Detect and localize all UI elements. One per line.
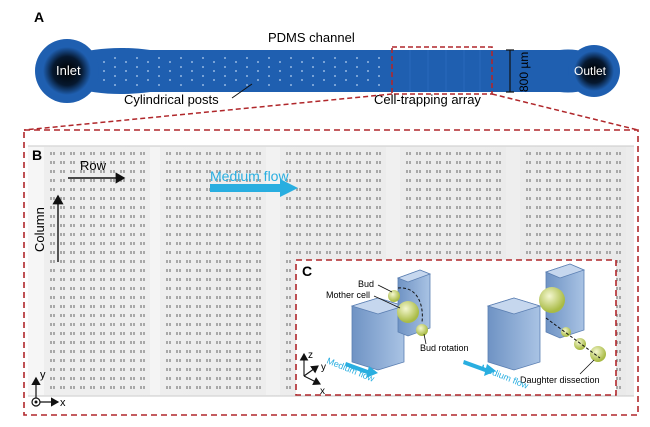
posts-label: Cylindrical posts xyxy=(124,92,219,107)
daughter-dissection-label: Daughter dissection xyxy=(520,375,600,385)
dissected-cell-1 xyxy=(561,327,571,337)
bud-rotation-label: Bud rotation xyxy=(420,343,469,353)
trap-left-front xyxy=(350,297,406,371)
zoom-connector-left xyxy=(23,93,393,131)
panel-a: A 800 µm PDMS channel Inlet Outlet Cylin… xyxy=(23,9,639,131)
panel-a-letter: A xyxy=(34,9,44,25)
dissection-path xyxy=(545,317,601,359)
array-label: Cell-trapping array xyxy=(374,92,481,107)
column-label: Column xyxy=(32,207,47,252)
axis-y-label: y xyxy=(40,369,46,381)
panel-c: C Bud Mother cell Bud rotation xyxy=(295,259,617,397)
medium-flow-label: Medium flow xyxy=(210,168,289,184)
bud-label: Bud xyxy=(358,279,374,289)
bud-cell xyxy=(388,290,400,302)
axis3d-y-arrow xyxy=(303,365,319,377)
medium-flow-arrow xyxy=(210,179,298,197)
medium-flow-arrow-right xyxy=(463,360,496,376)
rotating-bud-cell xyxy=(416,324,428,336)
panel-c-letter: C xyxy=(302,263,312,279)
axis3d-x-arrow xyxy=(303,375,321,385)
array-stripes xyxy=(409,50,481,92)
pdms-channel xyxy=(70,47,600,95)
zoom-connector-right xyxy=(491,93,639,131)
posts-pointer xyxy=(231,83,253,99)
panel-b-frame xyxy=(23,129,639,416)
axis3d-y-label: y xyxy=(321,362,326,373)
mother-cell xyxy=(397,301,419,323)
row-label: Row xyxy=(80,158,107,173)
array-highlight-box xyxy=(391,46,493,95)
axis3d-x-label: x xyxy=(320,386,325,397)
trap-right-back xyxy=(544,263,586,339)
channel-title: PDMS channel xyxy=(268,30,355,45)
cylindrical-posts-pattern xyxy=(103,57,380,86)
axis3d-z-label: z xyxy=(308,350,313,361)
outlet-label: Outlet xyxy=(574,64,607,78)
mother-cell-label: Mother cell xyxy=(326,290,370,300)
axis-x-label: x xyxy=(60,397,66,409)
panel-b-letter: B xyxy=(32,147,42,163)
trap-right-front xyxy=(486,297,542,371)
dissected-cell-2 xyxy=(574,338,586,350)
daughter-cell xyxy=(590,346,606,362)
large-mother-cell xyxy=(539,287,565,313)
medium-flow-arrow-left xyxy=(345,362,378,378)
inlet-label: Inlet xyxy=(56,63,81,78)
scale-bar-label: 800 µm xyxy=(517,52,531,92)
